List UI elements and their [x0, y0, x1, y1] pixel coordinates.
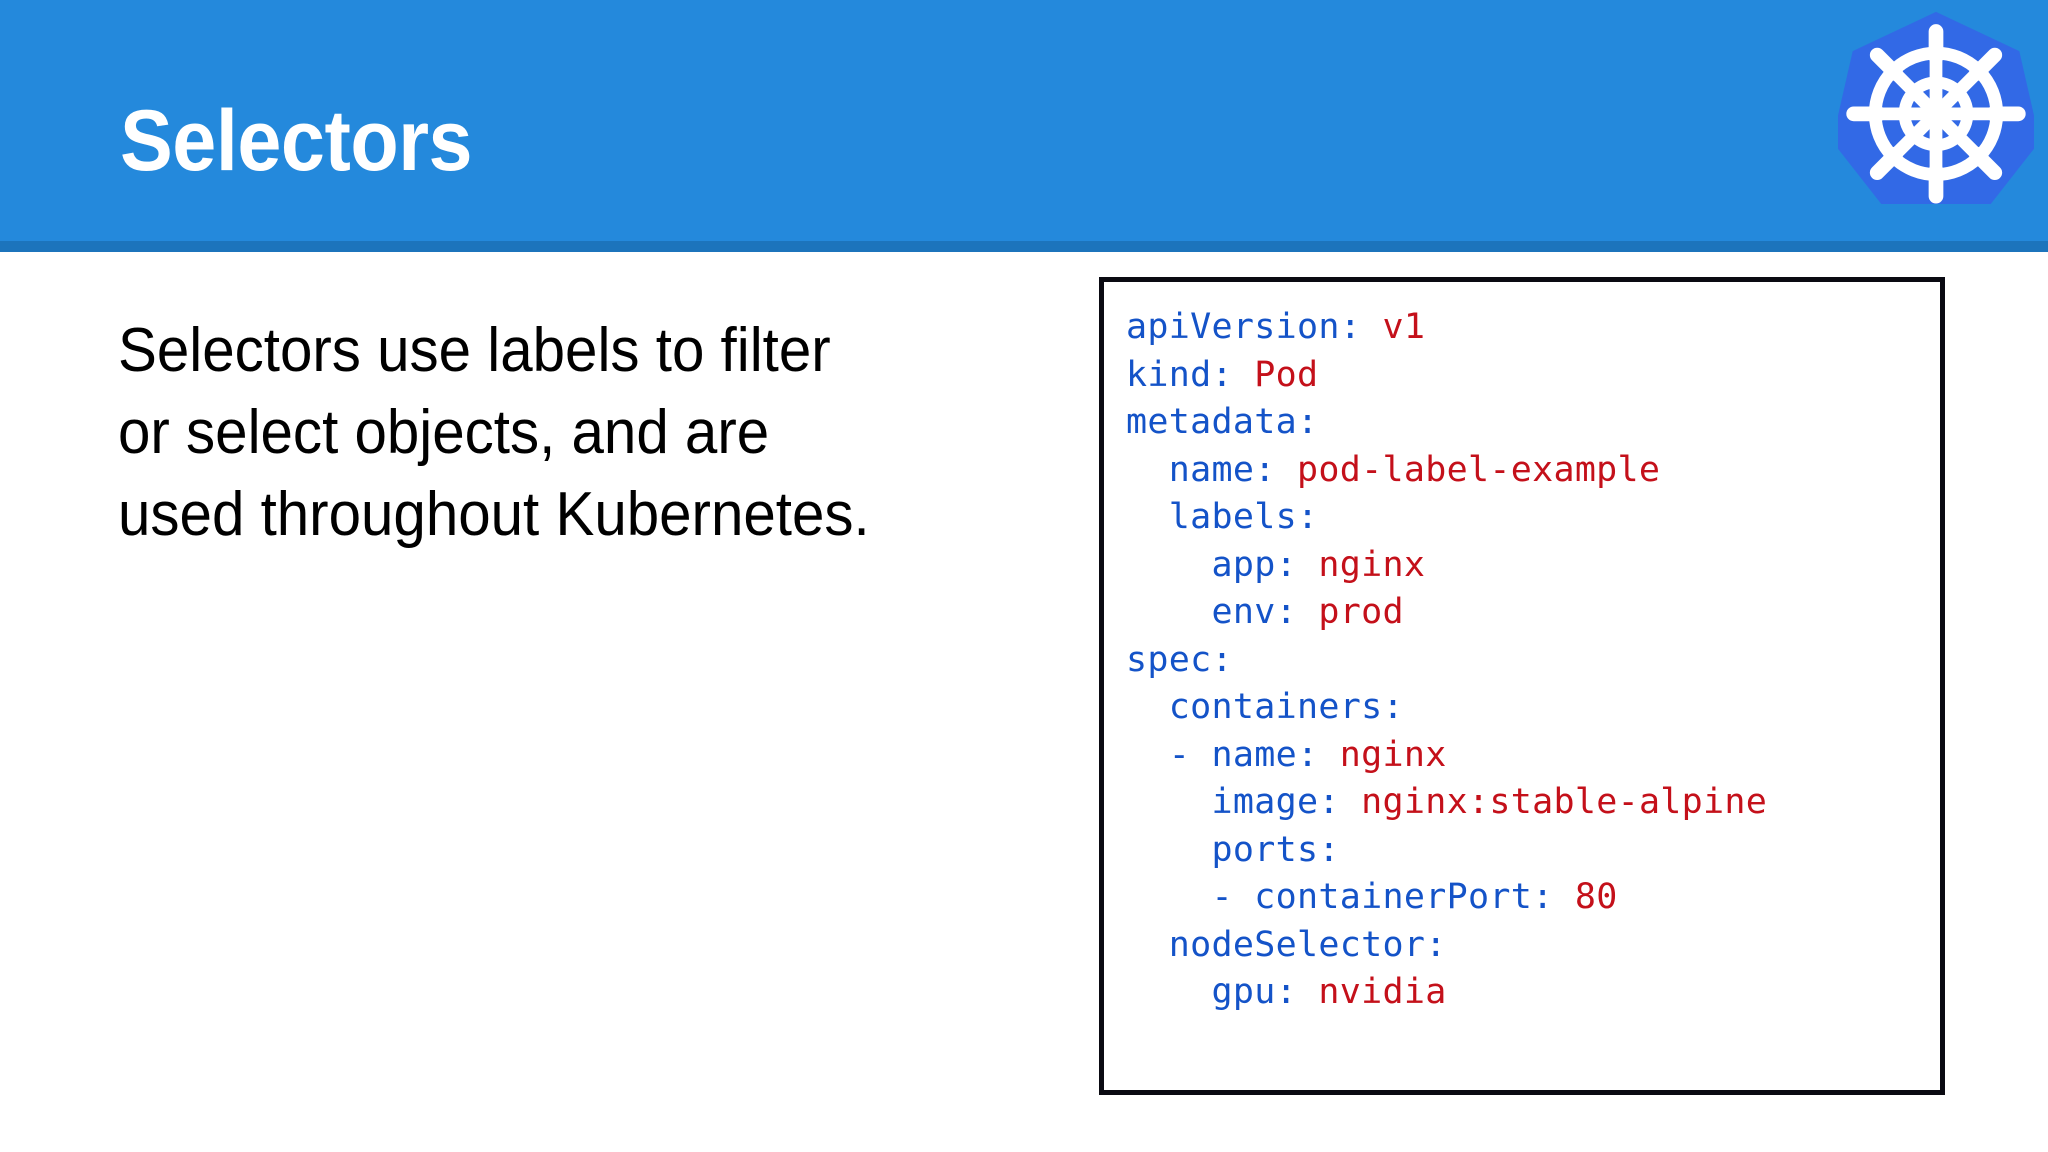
body-paragraph: Selectors use labels to filter or select… — [118, 310, 964, 556]
code-line: containers: — [1126, 684, 1767, 732]
code-key: containers: — [1168, 687, 1404, 727]
code-line: labels: — [1126, 494, 1767, 542]
code-line: apiVersion: v1 — [1126, 304, 1767, 352]
code-key: metadata: — [1126, 402, 1319, 442]
code-value: pod-label-example — [1275, 449, 1661, 490]
code-key: labels: — [1168, 497, 1319, 537]
code-dash: - — [1211, 877, 1255, 917]
slide-header: Selectors — [0, 0, 2048, 241]
code-value: 80 — [1553, 877, 1618, 917]
code-indent — [1126, 592, 1212, 632]
code-key: name: — [1211, 734, 1319, 775]
code-line: - name: nginx — [1126, 732, 1767, 780]
code-key: env: — [1211, 592, 1297, 632]
code-indent — [1126, 972, 1212, 1012]
code-indent — [1126, 877, 1212, 917]
code-line: - containerPort: 80 — [1126, 874, 1767, 922]
code-value: prod — [1297, 592, 1404, 632]
code-key: ports: — [1211, 829, 1340, 870]
body-line-2: or select objects, and are — [118, 398, 770, 467]
code-value: nginx — [1297, 544, 1426, 585]
code-line: nodeSelector: — [1126, 922, 1767, 970]
code-line: image: nginx:stable-alpine — [1126, 779, 1767, 827]
code-value: nginx — [1318, 734, 1447, 775]
code-key: name: — [1168, 449, 1276, 490]
kubernetes-logo — [1838, 8, 2034, 204]
code-key: app: — [1211, 544, 1297, 585]
kubernetes-logo-icon — [1838, 11, 2034, 204]
code-line: spec: — [1126, 637, 1767, 685]
code-key: apiVersion: — [1126, 307, 1362, 347]
code-line: kind: Pod — [1126, 352, 1767, 400]
code-value: Pod — [1232, 354, 1319, 395]
code-key: gpu: — [1211, 972, 1297, 1012]
code-indent — [1126, 735, 1169, 775]
code-indent — [1126, 830, 1212, 870]
code-indent — [1126, 782, 1212, 822]
code-key: image: — [1211, 782, 1340, 822]
code-line: app: nginx — [1126, 542, 1767, 590]
code-value: v1 — [1361, 307, 1426, 347]
code-indent — [1126, 925, 1169, 965]
code-indent — [1126, 450, 1169, 490]
code-key: containerPort: — [1254, 877, 1554, 917]
code-line: gpu: nvidia — [1126, 969, 1767, 1017]
code-indent — [1126, 687, 1169, 727]
code-indent — [1126, 545, 1212, 585]
header-accent-stripe — [0, 241, 2048, 252]
code-line: env: prod — [1126, 589, 1767, 637]
code-value: nvidia — [1297, 972, 1447, 1012]
code-line: metadata: — [1126, 399, 1767, 447]
body-line-3: used throughout Kubernetes. — [118, 480, 870, 549]
code-key: nodeSelector: — [1168, 924, 1447, 965]
code-indent — [1126, 497, 1169, 537]
code-line: name: pod-label-example — [1126, 447, 1767, 495]
page-title: Selectors — [120, 93, 473, 189]
code-key: kind: — [1126, 354, 1233, 395]
code-dash: - — [1168, 734, 1212, 775]
body-line-1: Selectors use labels to filter — [118, 316, 831, 385]
code-key: spec: — [1126, 639, 1233, 680]
code-line: ports: — [1126, 827, 1767, 875]
code-value: nginx:stable-alpine — [1339, 782, 1768, 822]
